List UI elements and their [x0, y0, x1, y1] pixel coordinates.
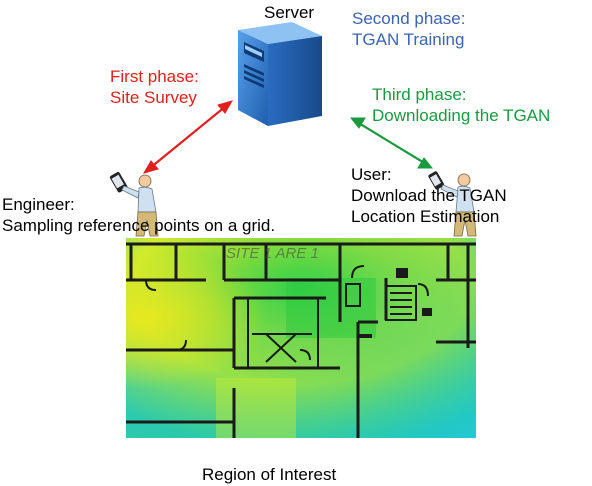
third-phase-title: Third phase:: [372, 85, 467, 104]
engineer-label: Engineer: Sampling reference points on a…: [2, 194, 275, 236]
first-phase-title: First phase:: [110, 67, 199, 86]
svg-text:SITE 1 ARE 1: SITE 1 ARE 1: [226, 245, 319, 262]
third-phase-label: Third phase: Downloading the TGAN: [372, 84, 550, 126]
user-label: User: Download the TGAN Location Estimat…: [351, 164, 507, 227]
user-task-download: Download the TGAN: [351, 186, 507, 205]
region-of-interest-label: Region of Interest: [202, 465, 337, 484]
user-title: User:: [351, 165, 392, 184]
second-phase-description: TGAN Training: [352, 30, 465, 49]
first-phase-label: First phase: Site Survey: [110, 66, 199, 108]
engineer-description: Sampling reference points on a grid.: [2, 216, 276, 235]
third-phase-arrow: [349, 117, 434, 169]
floor-plan-heatmap: SITE 1 ARE 1: [126, 238, 476, 438]
second-phase-label: Second phase: TGAN Training: [352, 8, 465, 50]
user-task-location: Location Estimation: [351, 207, 500, 226]
second-phase-title: Second phase:: [352, 9, 466, 28]
third-phase-description: Downloading the TGAN: [372, 106, 551, 125]
first-phase-description: Site Survey: [110, 88, 197, 107]
server-label: Server: [264, 3, 315, 22]
engineer-title: Engineer:: [2, 195, 75, 214]
first-phase-arrow: [142, 100, 234, 174]
